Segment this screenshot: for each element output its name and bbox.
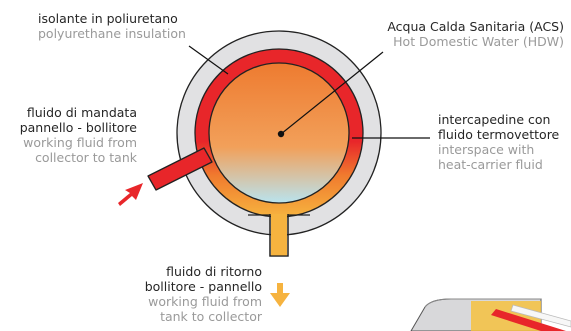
label-supply-it-1: fluido di mandata: [26, 105, 137, 120]
supply-arrow: [118, 183, 143, 206]
label-return-it-1: fluido di ritorno: [166, 264, 262, 279]
label-acs-it: Acqua Calda Sanitaria (ACS): [387, 19, 564, 34]
leader-acs-dot: [277, 130, 285, 138]
label-acs-en: Hot Domestic Water (HDW): [393, 34, 564, 49]
label-supply-en-1: working fluid from: [23, 135, 137, 150]
label-interspace-it-1: intercapedine con: [438, 112, 551, 127]
leader-insulation: [188, 45, 229, 75]
return-pipe-outline: [269, 214, 289, 257]
return-arrow: [270, 283, 290, 307]
tank-illustration: [410, 298, 571, 331]
label-supply-en-2: collector to tank: [35, 150, 137, 165]
label-supply: fluido di mandata pannello - bollitore w…: [20, 105, 137, 165]
label-interspace-en-2: heat-carrier fluid: [438, 157, 543, 172]
label-supply-it-2: pannello - bollitore: [19, 120, 137, 135]
supply-pipe: [147, 147, 213, 191]
return-pipe-fill: [271, 214, 287, 256]
label-acs: Acqua Calda Sanitaria (ACS) Hot Domestic…: [387, 19, 564, 49]
label-interspace-it-2: fluido termovettore: [438, 127, 560, 142]
label-return-en-1: working fluid from: [148, 294, 262, 309]
label-return-it-2: bollitore - pannello: [144, 279, 262, 294]
leader-acs: [280, 51, 384, 135]
label-return: fluido di ritorno bollitore - pannello w…: [145, 264, 262, 324]
label-return-en-2: tank to collector: [160, 309, 262, 324]
label-interspace-en-1: interspace with: [438, 142, 535, 157]
label-interspace: intercapedine con fluido termovettore in…: [438, 112, 559, 172]
label-insulation-en: polyurethane insulation: [38, 26, 186, 41]
label-insulation-it: isolante in poliuretano: [38, 11, 178, 26]
label-insulation: isolante in poliuretano polyurethane ins…: [38, 11, 186, 41]
